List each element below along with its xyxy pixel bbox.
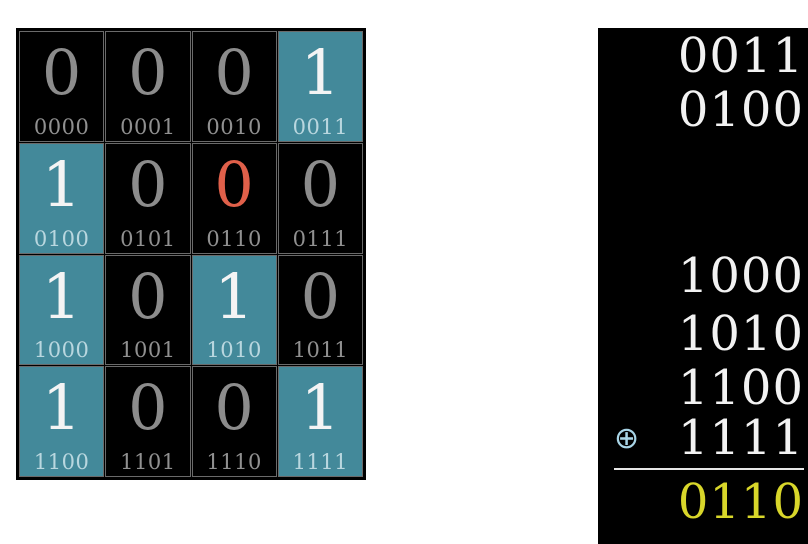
cell-address: 0111 (292, 226, 349, 251)
grid-cell: 1 0011 (277, 31, 363, 142)
cell-bit: 0 (128, 147, 168, 221)
cell-address: 0101 (120, 226, 176, 251)
xor-row: 1100 (677, 360, 804, 416)
cell-bit: 0 (214, 371, 254, 445)
xor-result: 0110 (677, 474, 804, 530)
cell-bit: 0 (128, 259, 168, 333)
cell-bit: 1 (300, 371, 341, 445)
cell-bit: 1 (41, 259, 82, 333)
grid-cell: 1 1000 (19, 254, 105, 366)
cell-address: 1110 (206, 450, 262, 474)
grid-cell: 1 1100 (19, 366, 105, 477)
xor-row: 1000 (677, 248, 804, 304)
grid-cell: 1 0100 (19, 142, 105, 254)
cell-bit: 0 (300, 147, 341, 221)
cell-address: 0100 (33, 226, 90, 251)
cell-address: 0110 (206, 226, 262, 251)
cell-address: 1111 (292, 450, 349, 474)
cell-bit: 1 (41, 371, 82, 445)
xor-panel: 0011 0100 1000 1010 1100 ⊕ 1111 0110 (598, 28, 808, 544)
xor-operator-icon: ⊕ (614, 421, 640, 456)
cell-bit: 1 (300, 36, 341, 109)
xor-row: 1111 (677, 410, 804, 466)
grid-cell: 1 1010 (191, 254, 277, 366)
cell-address: 0010 (206, 114, 262, 139)
sum-divider (614, 468, 804, 470)
cell-address: 1001 (120, 338, 176, 363)
cell-address: 0011 (292, 114, 349, 139)
cell-bit: 0 (41, 36, 82, 109)
cell-address: 1100 (33, 450, 90, 474)
cell-bit: 0 (214, 147, 254, 221)
cell-address: 1101 (120, 450, 176, 474)
xor-row: 0011 (677, 28, 804, 84)
cell-address: 1000 (33, 338, 90, 363)
xor-row: 0100 (677, 82, 804, 138)
cell-bit: 1 (214, 259, 254, 333)
grid-cell: 0 0101 (105, 142, 191, 254)
grid-cell: 0 1001 (105, 254, 191, 366)
grid-cell: 0 0001 (105, 31, 191, 142)
grid-cell: 0 1101 (105, 366, 191, 477)
grid-cell: 0 0111 (277, 142, 363, 254)
grid-cell: 0 1011 (277, 254, 363, 366)
cell-bit: 1 (41, 147, 82, 221)
grid-cell: 0 1110 (191, 366, 277, 477)
xor-row: 1010 (677, 306, 804, 362)
cell-bit: 0 (300, 259, 341, 333)
cell-address: 0001 (120, 114, 176, 139)
cell-bit: 0 (128, 371, 168, 445)
cell-address: 1011 (292, 338, 349, 363)
cell-bit: 0 (214, 36, 254, 109)
cell-address: 0000 (33, 114, 90, 139)
cell-bit: 0 (128, 36, 168, 109)
grid-cell-error: 0 0110 (191, 142, 277, 254)
cell-address: 1010 (206, 338, 262, 363)
grid-cell: 0 0010 (191, 31, 277, 142)
